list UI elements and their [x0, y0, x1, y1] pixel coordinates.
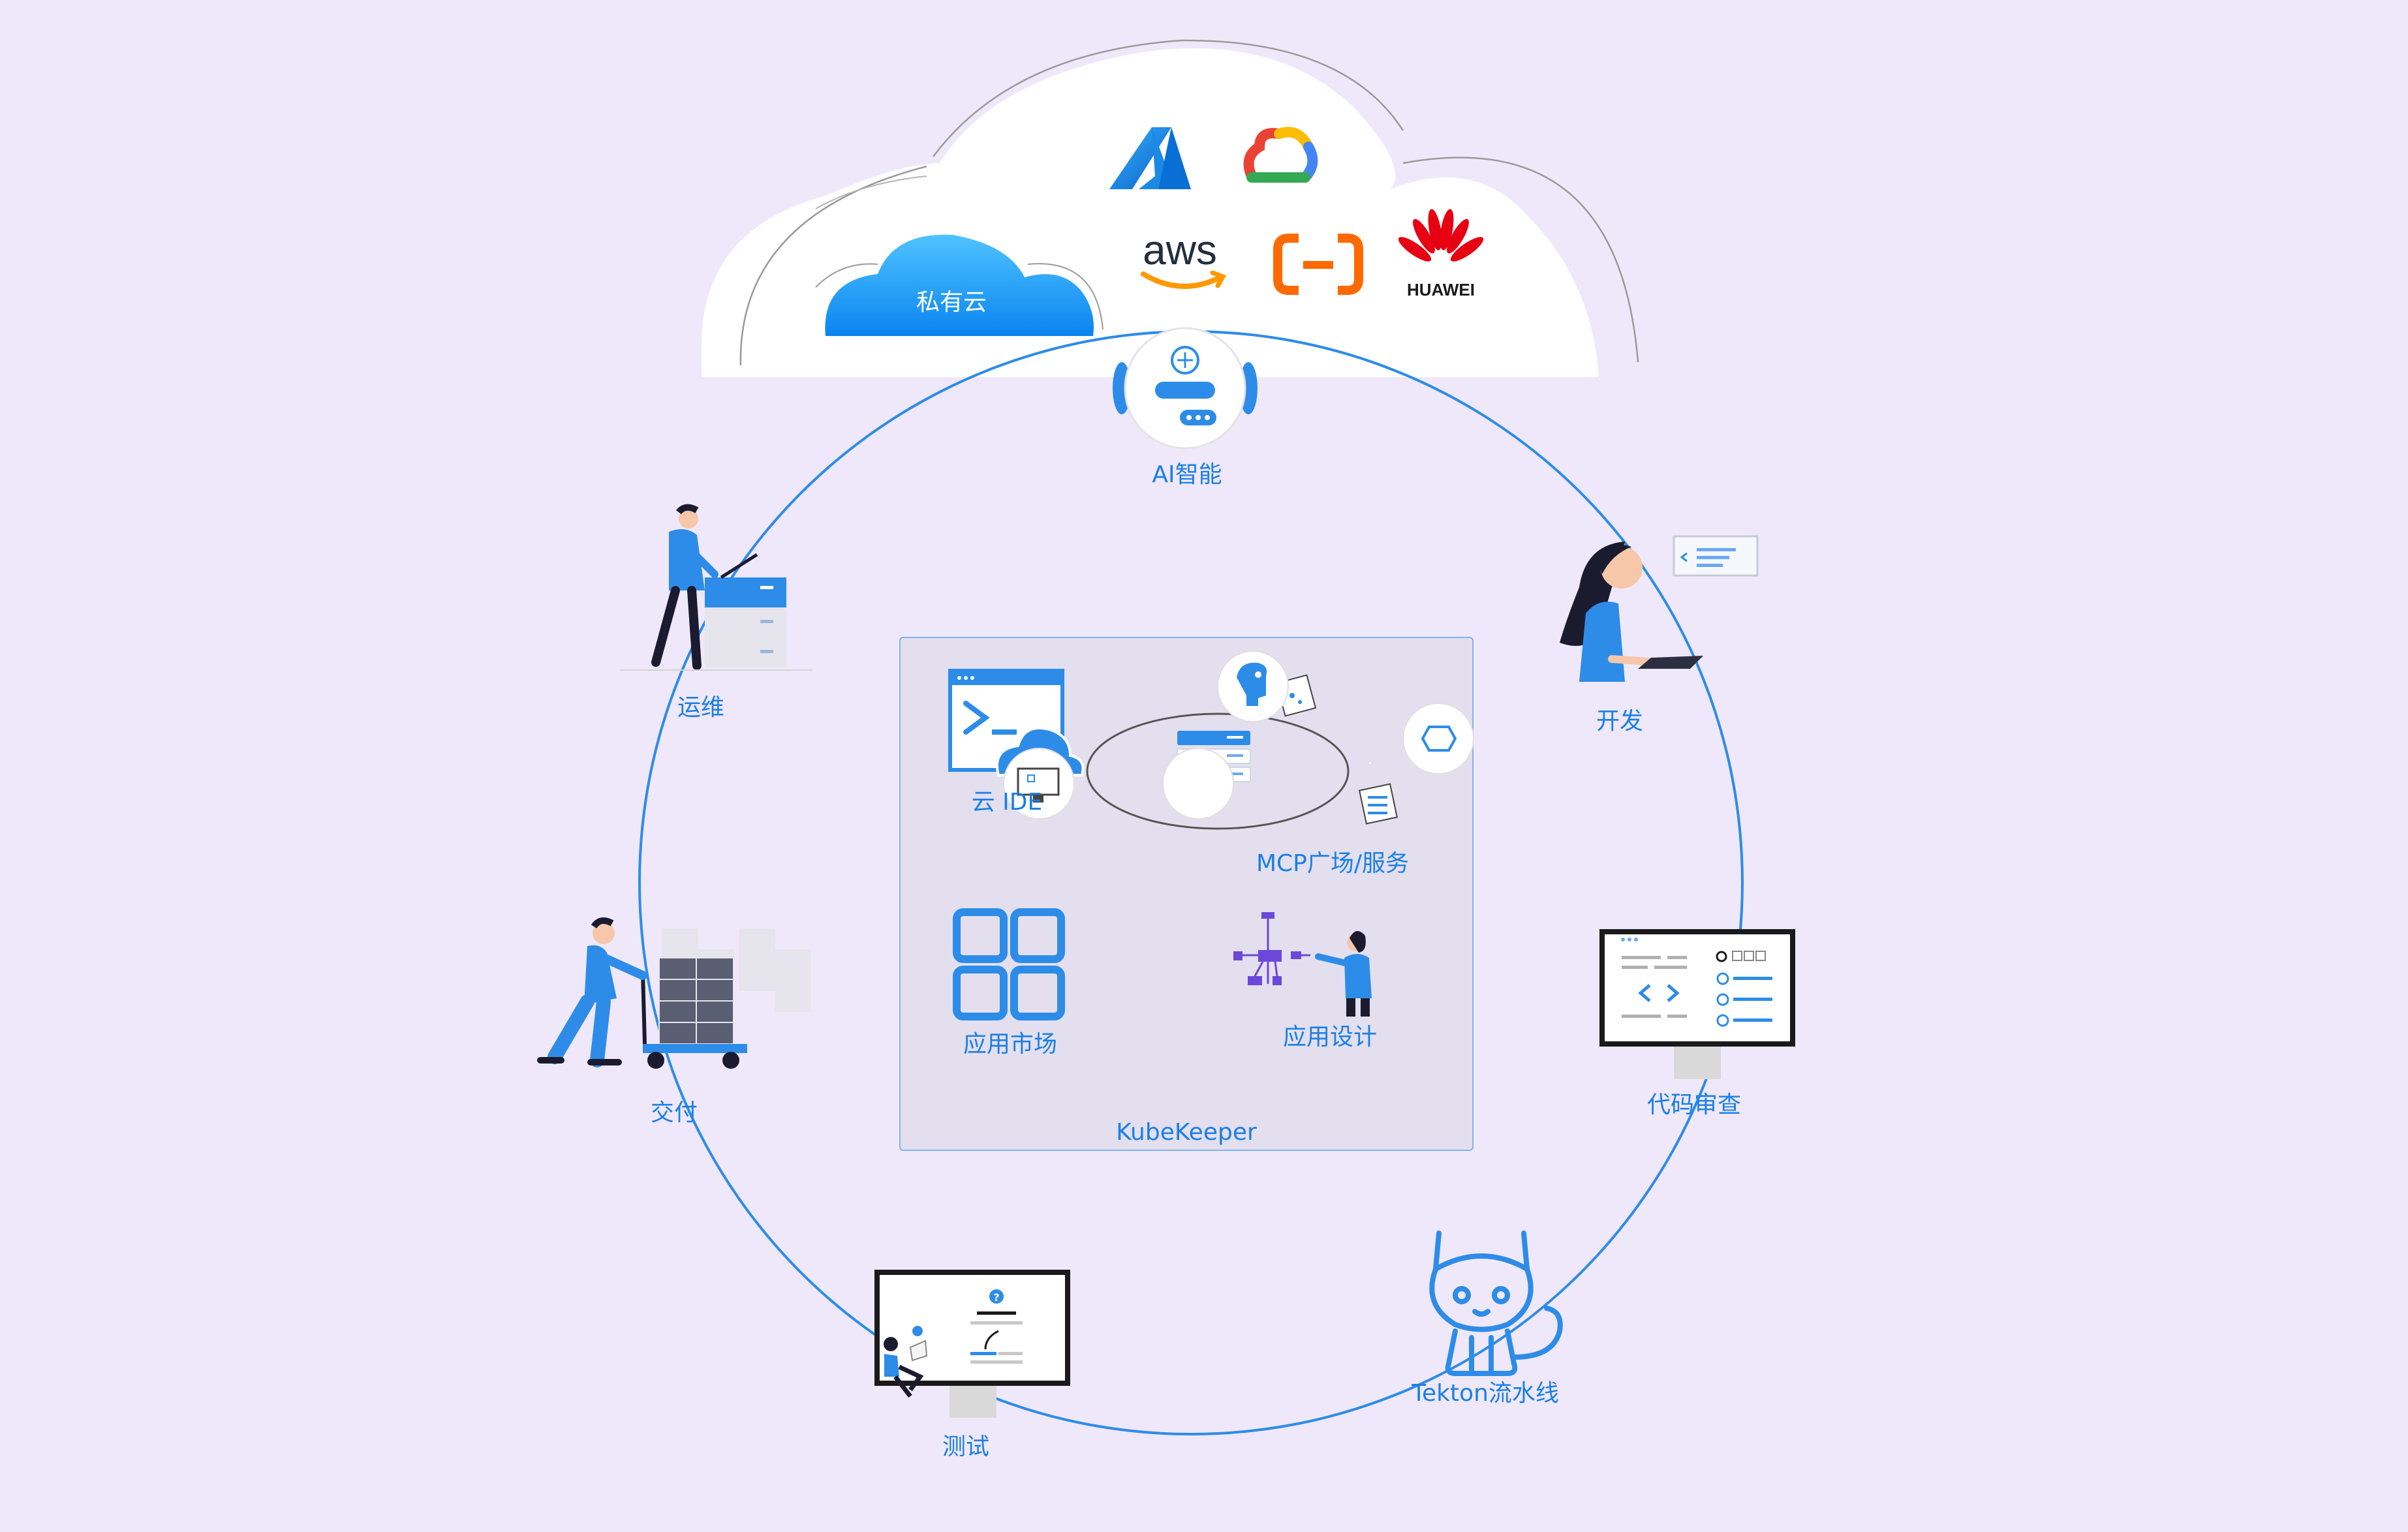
center-title: KubeKeeper [1116, 1119, 1257, 1146]
alibaba-cloud-logo [1273, 234, 1363, 295]
node-label-test[interactable]: 测试 [942, 1433, 990, 1460]
testing-monitor-illustration: ? [874, 1270, 1070, 1418]
ai-robot-icon [1113, 327, 1258, 450]
private-cloud-shape [815, 234, 1104, 336]
operations-illustration [620, 504, 812, 671]
huawei-logo: HUAWEI [1398, 209, 1484, 299]
question-mark: ? [993, 1291, 999, 1304]
node-label-delivery[interactable]: 交付 [650, 1099, 698, 1126]
aws-wordmark: aws [1143, 226, 1217, 273]
node-label-dev[interactable]: 开发 [1596, 708, 1644, 735]
node-label-ops[interactable]: 运维 [677, 694, 725, 721]
tekton-cat-icon [1429, 1231, 1563, 1376]
app-market-icon[interactable] [953, 908, 1065, 1020]
private-cloud-label: 私有云 [916, 289, 987, 316]
code-review-monitor-illustration [1599, 929, 1795, 1079]
azure-logo [1109, 127, 1191, 189]
delivery-illustration [537, 917, 811, 1069]
app-design-icon[interactable] [1233, 912, 1372, 1017]
cloud-ide-icon[interactable] [948, 669, 1085, 776]
node-label-code-review[interactable]: 代码审查 [1646, 1092, 1742, 1118]
aws-logo: aws [1141, 226, 1227, 289]
developer-illustration [1560, 535, 1759, 682]
node-label-tekton[interactable]: Tekton流水线 [1412, 1380, 1559, 1407]
mcp-diagram-icon[interactable] [1003, 651, 1474, 830]
center-label-mcp[interactable]: MCP广场/服务 [1256, 850, 1410, 877]
center-label-app-market[interactable]: 应用市场 [963, 1031, 1058, 1058]
google-cloud-logo [1243, 127, 1318, 183]
center-label-app-design[interactable]: 应用设计 [1282, 1024, 1378, 1050]
center-label-cloud-ide[interactable]: 云 IDE [971, 789, 1043, 816]
huawei-wordmark: HUAWEI [1407, 280, 1475, 299]
panel-canvas [948, 651, 1474, 1020]
node-label-ai[interactable]: AI智能 [1152, 461, 1222, 488]
kubekeeper-panel [899, 637, 1474, 1151]
